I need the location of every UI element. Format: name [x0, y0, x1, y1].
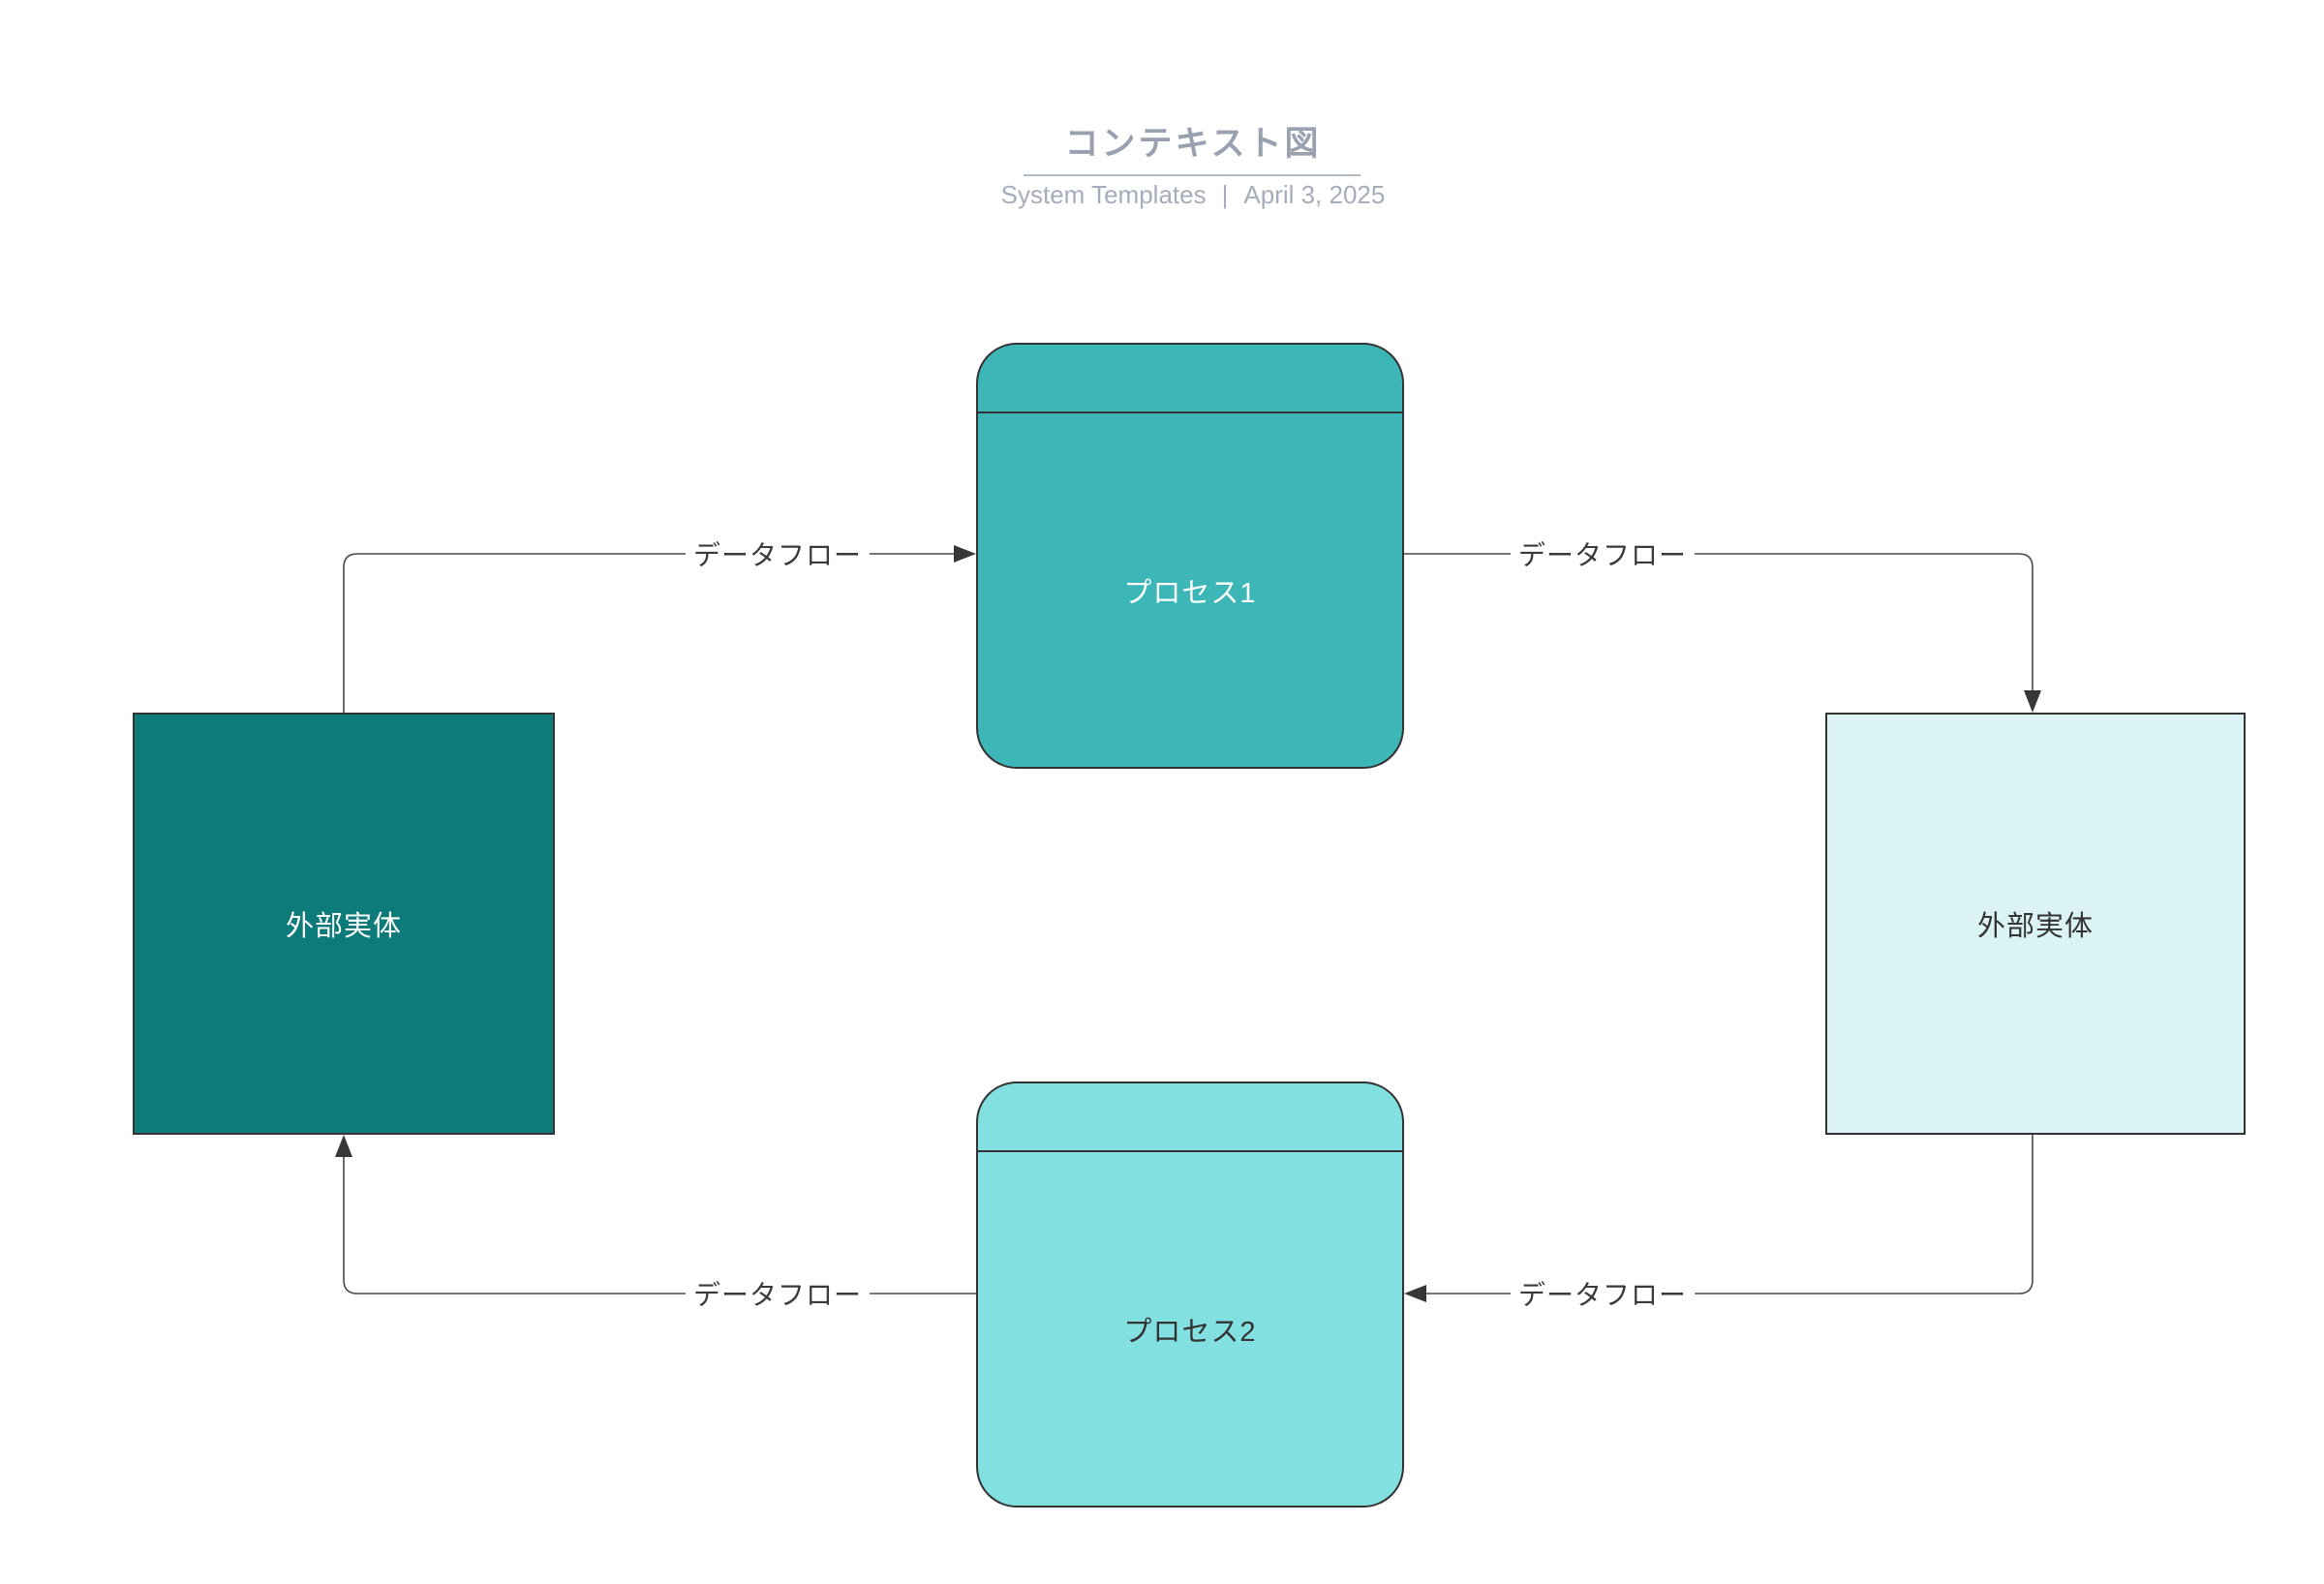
flow-3-label[interactable]: データフロー: [1510, 1272, 1696, 1315]
process-2-node[interactable]: プロセス2: [976, 1081, 1404, 1508]
external-entity-right-label: 外部実体: [1976, 911, 2094, 942]
process-2-label: プロセス2: [1123, 1316, 1257, 1348]
external-entity-right-node[interactable]: 外部実体: [1825, 713, 2246, 1135]
subtitle-separator: |: [1221, 180, 1229, 209]
process-1-label: プロセス1: [1123, 577, 1257, 609]
process-2-header-divider: [978, 1150, 1402, 1152]
flow-1-arrowhead: [954, 545, 976, 563]
flow-1-line[interactable]: [343, 553, 955, 713]
flow-4-connector[interactable]: [335, 1135, 976, 1295]
diagram-subtitle: System Templates | April 3, 2025: [902, 180, 1483, 210]
flow-4-arrowhead: [335, 1135, 352, 1157]
process-1-node[interactable]: プロセス1: [976, 343, 1404, 769]
flow-2-arrowhead: [2024, 690, 2041, 713]
external-entity-left-node[interactable]: 外部実体: [133, 713, 555, 1135]
subtitle-source: System Templates: [1000, 180, 1207, 209]
flow-4-label[interactable]: データフロー: [685, 1272, 871, 1315]
subtitle-date: April 3, 2025: [1243, 180, 1386, 209]
title-underline: [1024, 174, 1361, 176]
diagram-header: コンテキスト図 System Templates | April 3, 2025: [902, 124, 1483, 210]
diagram-title: コンテキスト図: [1064, 125, 1322, 163]
flow-2-line[interactable]: [1404, 553, 2034, 690]
flow-4-line[interactable]: [343, 1157, 976, 1295]
flow-3-line[interactable]: [1426, 1135, 2034, 1295]
flow-1-connector[interactable]: [343, 545, 976, 713]
flow-2-label[interactable]: データフロー: [1510, 533, 1696, 575]
flow-3-arrowhead: [1404, 1285, 1426, 1302]
process-1-header-divider: [978, 411, 1402, 413]
flow-2-connector[interactable]: [1404, 553, 2041, 713]
flow-3-connector[interactable]: [1404, 1135, 2034, 1302]
external-entity-left-label: 外部実体: [285, 911, 402, 942]
flow-1-label[interactable]: データフロー: [685, 533, 871, 575]
